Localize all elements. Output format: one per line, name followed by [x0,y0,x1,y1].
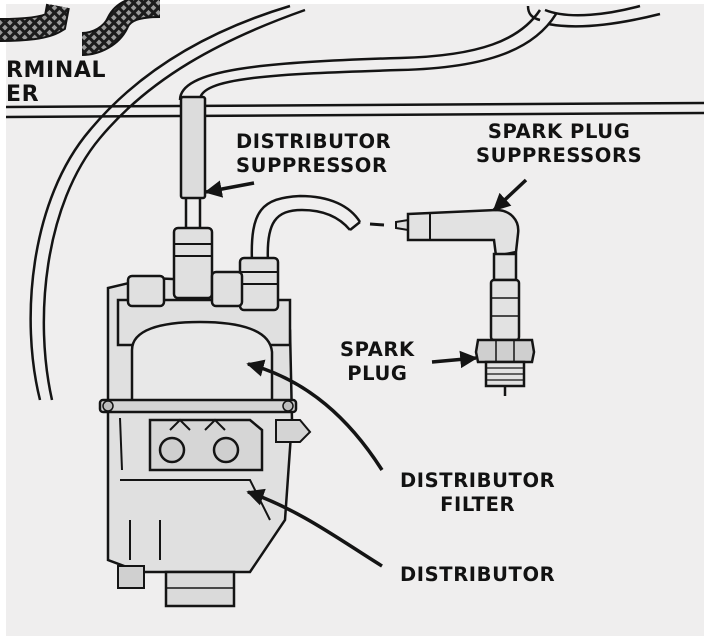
spark-plug-line2: PLUG [347,362,408,385]
braided-hose-right [81,0,161,56]
distributor-filter-line2: FILTER [440,493,516,516]
spark-plug-suppressors-line2: SUPPRESSORS [476,144,643,167]
spark-plug-lead [250,194,362,263]
ignition-wire-upper [178,9,558,101]
distributor-suppressor-line2: SUPPRESSOR [236,154,388,177]
spark-plug-suppressors-line1: SPARK PLUG [487,120,631,143]
distributor-base [117,565,236,608]
header-fragment-line1: RMINAL [6,58,107,83]
distributor-suppressor [179,95,207,228]
arrow-spark-plug-suppressors [492,178,528,212]
spark-plug-label: SPARK PLUG [340,338,415,386]
spark-plug-line1: SPARK [340,338,415,361]
distributor-filter-line1: DISTRIBUTOR [400,469,556,492]
distributor-label: DISTRIBUTOR [400,563,555,587]
pointer-arrows [204,178,528,568]
arrow-distributor-suppressor [204,180,255,198]
spark-plug-suppressors-label: SPARK PLUG SUPPRESSORS [476,120,642,168]
distributor-suppressor-label: DISTRIBUTOR SUPPRESSOR [236,130,391,178]
header-fragment-label: RMINAL ER [6,59,106,107]
mounting-rail [5,101,705,119]
distributor-line1: DISTRIBUTOR [400,563,556,586]
distributor-filter-label: DISTRIBUTOR FILTER [400,469,555,517]
spark-plug [474,278,536,396]
lead-terminal-pins [369,218,409,232]
ignition-wire-main [29,4,306,401]
spark-plug-suppressor [406,208,520,282]
arrow-distributor-filter [246,359,384,471]
arrow-distributor [246,488,383,568]
braided-hose-left [0,3,70,42]
header-fragment-line2: ER [6,82,40,107]
ignition-wire-far-right [526,4,661,28]
distributor-suppressor-line1: DISTRIBUTOR [236,130,392,153]
arrow-spark-plug [431,350,478,369]
distributor-filter [98,320,312,471]
